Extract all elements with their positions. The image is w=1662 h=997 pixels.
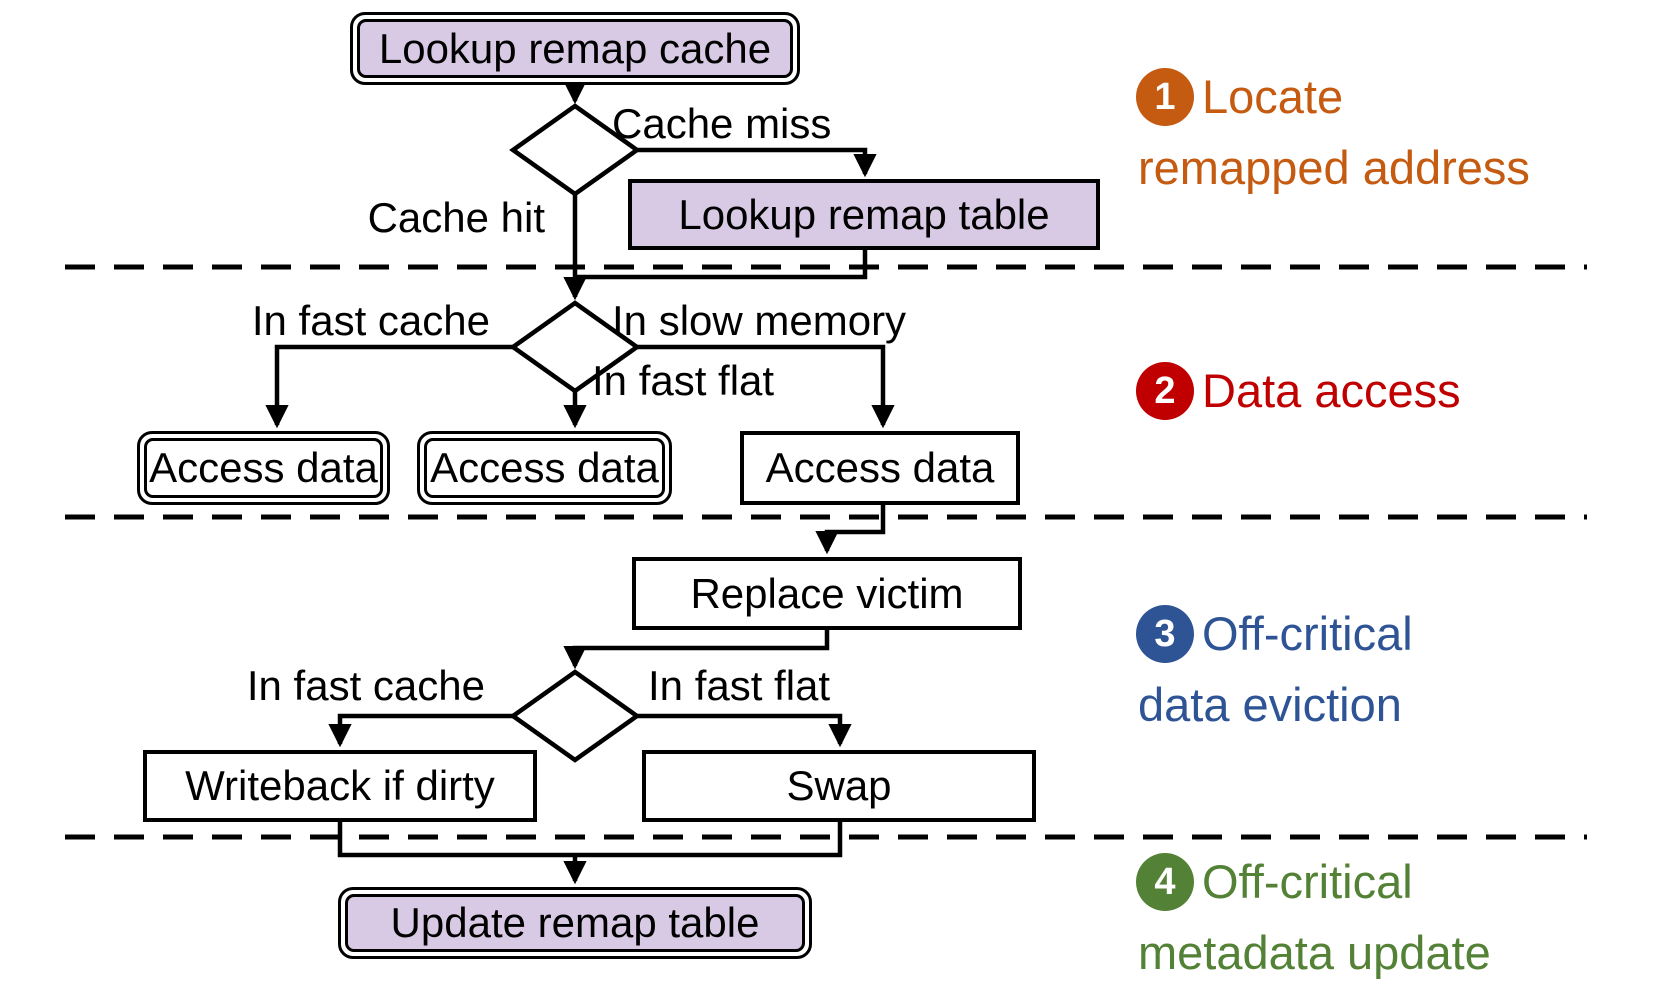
stage-1-title-line2: remapped address — [1138, 141, 1530, 194]
node-access-data-fast-flat: Access data — [417, 431, 672, 505]
node-access-data-fast-cache: Access data — [137, 431, 390, 505]
node-label: Lookup remap cache — [378, 24, 772, 72]
node-label: Access data — [430, 444, 659, 491]
edge-cache-miss — [637, 147, 877, 178]
edge-swap-join — [575, 822, 843, 858]
edge-label-cache-hit: Cache hit — [367, 194, 545, 241]
stage-2-badge: 2 — [1136, 362, 1194, 420]
stage-2-title: Data access — [1202, 364, 1461, 417]
edge-label-in-fast-cache-access: In fast cache — [251, 297, 490, 344]
edge-remap-table-return — [577, 250, 868, 280]
stage-4-title-line2: metadata update — [1138, 926, 1491, 979]
decision-diamond-data-location — [509, 300, 641, 394]
stage-label-off-critical-metadata-update: 4 Off-critical metadata update — [1136, 853, 1636, 981]
edge-replace-victim-to-diamond3 — [563, 630, 830, 670]
stage-1-badge: 1 — [1136, 68, 1194, 126]
stage-3-title: Off-critical — [1202, 607, 1413, 660]
node-update-remap-table: Update remap table — [338, 887, 812, 959]
stage-label-locate-remapped-address: 1 Locate remapped address — [1136, 68, 1636, 196]
node-writeback-if-dirty: Writeback if dirty — [143, 750, 537, 822]
node-lookup-remap-cache: Lookup remap cache — [350, 12, 800, 85]
edge-label-cache-miss: Cache miss — [612, 100, 832, 147]
edge-label-in-fast-flat-evict: In fast flat — [648, 662, 831, 709]
node-label: Lookup remap table — [678, 190, 1050, 238]
node-replace-victim: Replace victim — [632, 557, 1022, 630]
node-swap: Swap — [642, 750, 1036, 822]
edge-label-in-fast-cache-evict: In fast cache — [246, 662, 485, 709]
edge-access-to-replace-victim — [815, 505, 886, 555]
edge-in-fast-cache-evict — [328, 713, 513, 748]
decision-diamond-eviction-target — [509, 669, 641, 763]
decision-diamond-remap-lookup — [509, 103, 641, 197]
edge-in-slow-memory-access — [637, 344, 895, 429]
edge-in-fast-cache-access — [265, 344, 513, 429]
stage-1-title: Locate — [1202, 70, 1344, 123]
node-access-data-slow-memory: Access data — [740, 431, 1020, 505]
edge-in-fast-flat-evict — [637, 713, 852, 748]
node-label: Access data — [149, 444, 378, 491]
node-label: Swap — [786, 762, 892, 809]
edge-label-in-fast-flat-access: In fast flat — [592, 357, 775, 404]
node-label: Access data — [765, 444, 995, 491]
edge-label-in-slow-memory: In slow memory — [612, 297, 907, 344]
stage-4-badge: 4 — [1136, 853, 1194, 911]
node-lookup-remap-table: Lookup remap table — [628, 179, 1100, 250]
stage-3-title-line2: data eviction — [1138, 678, 1402, 731]
node-label: Update remap table — [390, 899, 760, 946]
stage-label-off-critical-data-eviction: 3 Off-critical data eviction — [1136, 605, 1636, 733]
edge-writeback-join — [337, 822, 575, 858]
stage-label-data-access: 2 Data access — [1136, 362, 1636, 420]
node-label: Writeback if dirty — [185, 762, 495, 809]
node-label: Replace victim — [690, 569, 964, 617]
stage-4-title: Off-critical — [1202, 855, 1413, 908]
stage-3-badge: 3 — [1136, 605, 1194, 663]
